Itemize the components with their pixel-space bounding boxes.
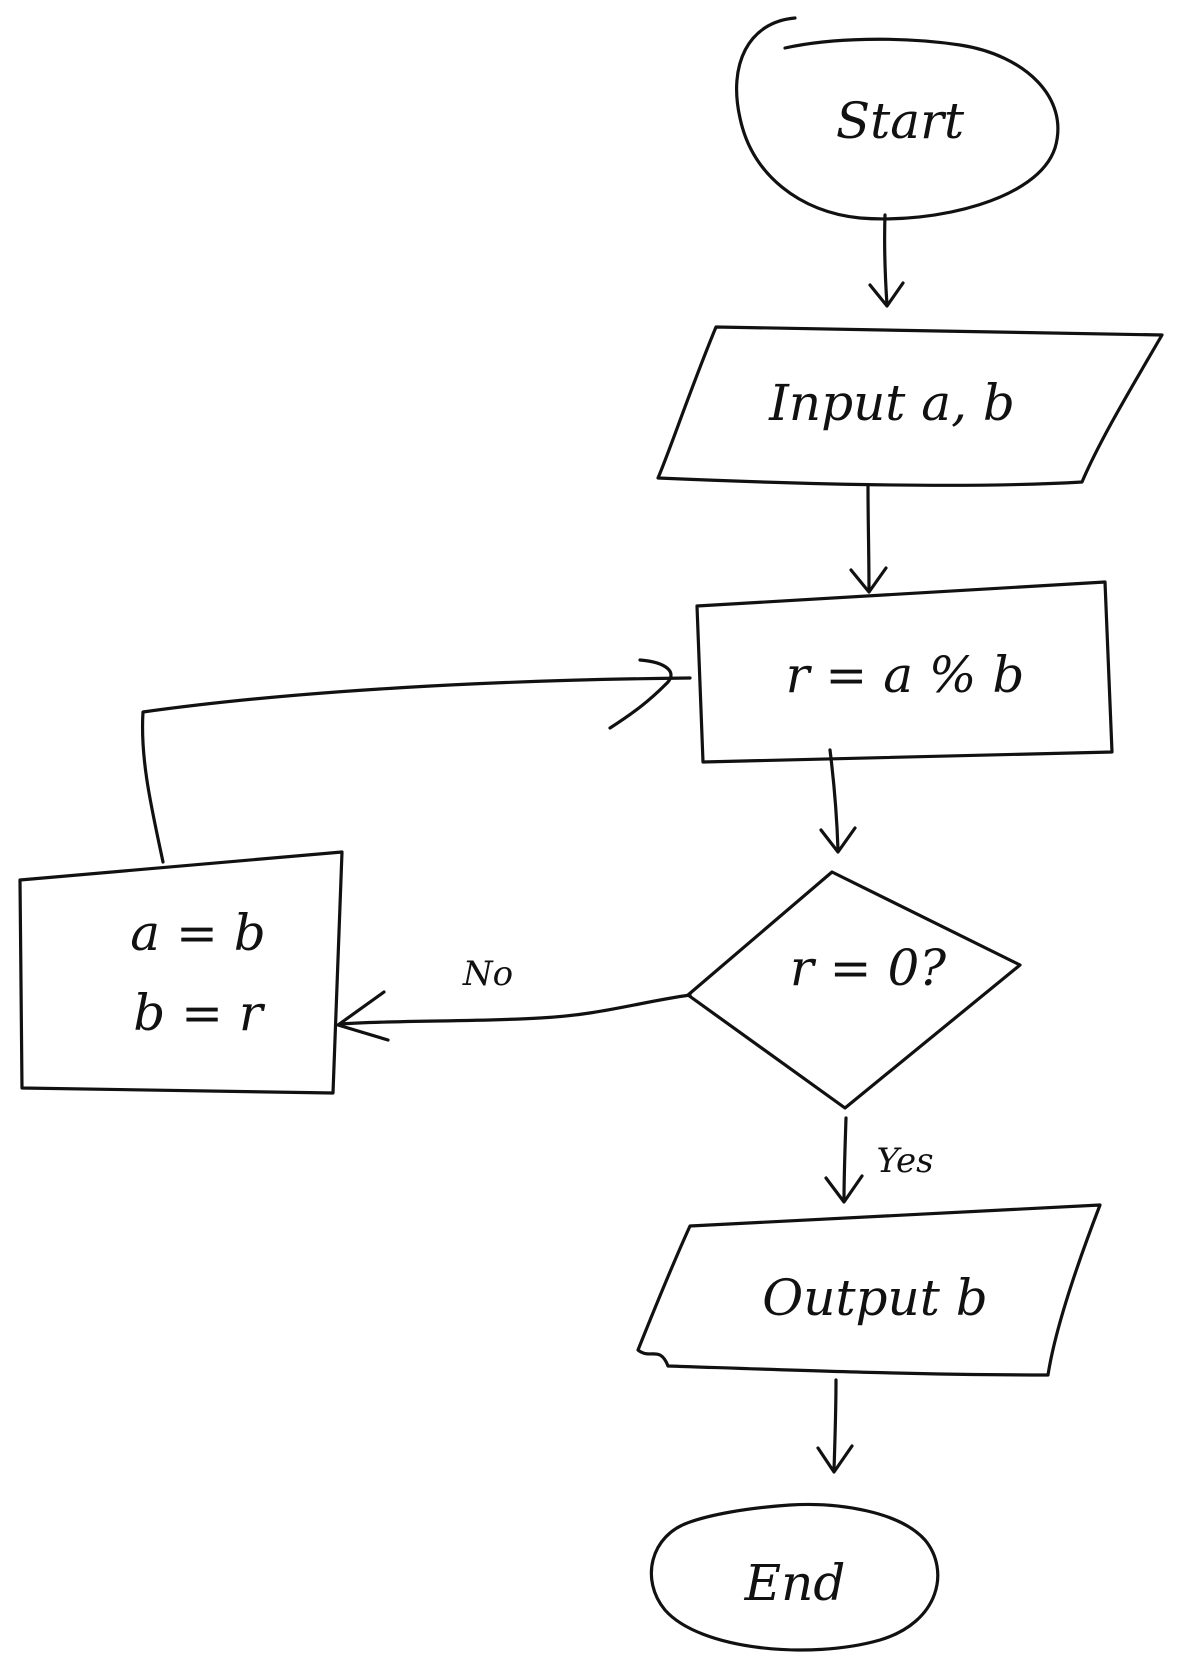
- input-node: Input a, b: [656, 325, 1164, 487]
- arrow-yes-to-output: Yes: [824, 1116, 934, 1204]
- arrow-no-to-swap: No: [336, 954, 692, 1042]
- swap-line1-label: a = b: [130, 904, 266, 962]
- arrow-start-to-input: [868, 213, 905, 308]
- input-label: Input a, b: [768, 374, 1015, 432]
- arrow-compute-to-decision: [819, 748, 857, 854]
- arrow-loop-back: [140, 658, 692, 864]
- compute-node: r = a % b: [695, 580, 1114, 764]
- start-node: Start: [735, 16, 1060, 221]
- end-label: End: [744, 1554, 846, 1612]
- swap-line2-label: b = r: [133, 984, 266, 1042]
- end-node: End: [649, 1502, 940, 1652]
- no-label: No: [462, 954, 513, 994]
- compute-label: r = a % b: [786, 646, 1025, 704]
- start-label: Start: [836, 92, 965, 150]
- decision-label: r = 0?: [790, 939, 947, 997]
- decision-node: r = 0?: [686, 870, 1022, 1110]
- output-node: Output b: [636, 1203, 1102, 1377]
- arrow-output-to-end: [816, 1378, 854, 1474]
- arrow-input-to-compute: [849, 484, 888, 594]
- yes-label: Yes: [876, 1141, 933, 1181]
- output-label: Output b: [762, 1269, 988, 1327]
- swap-node: a = b b = r: [18, 850, 344, 1095]
